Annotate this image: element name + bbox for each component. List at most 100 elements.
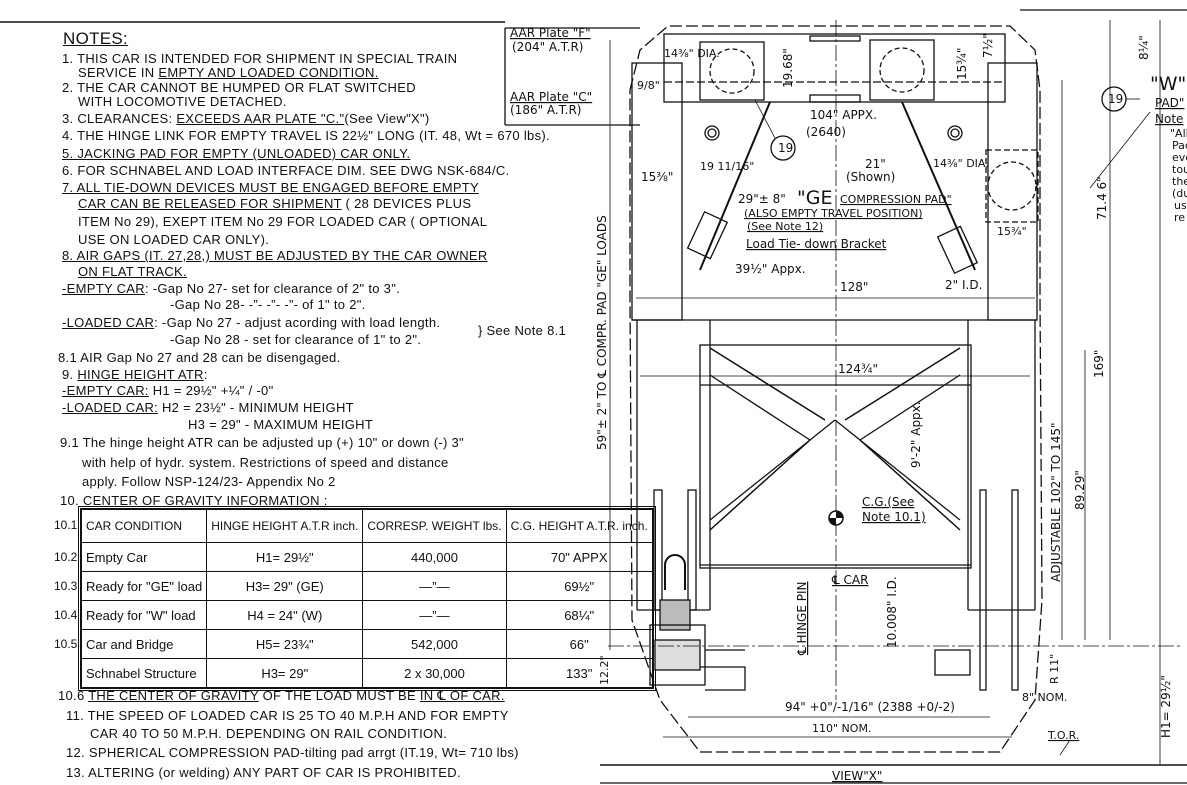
right-note: "All — [1170, 127, 1187, 140]
dim-label: 89.29" — [1073, 470, 1087, 510]
note-8-loaded: -LOADED CAR: -Gap No 27 - adjust acordin… — [62, 316, 440, 330]
row-number: 10.4 — [54, 608, 78, 622]
note-7-cont: CAR CAN BE RELEASED FOR SHIPMENT ( 28 DE… — [78, 197, 471, 211]
hinge-block-right — [934, 649, 971, 676]
dim-label: 14⅜" DIA. — [664, 47, 720, 60]
table-cell: 69½" — [505, 571, 654, 601]
aar-plate-f-label: AAR Plate "F" — [510, 26, 591, 40]
cg-symbol — [828, 510, 844, 526]
note-text: : -Gap No 27- set for clearance of 2" to… — [144, 281, 401, 296]
note-8-empty: -EMPTY CAR: -Gap No 27- set for clearanc… — [62, 282, 400, 296]
table-cell: 542,000 — [362, 629, 507, 659]
note-13: 13. ALTERING (or welding) ANY PART OF CA… — [66, 765, 461, 780]
right-note: Pac — [1172, 139, 1187, 152]
hinge-pin-housing — [649, 624, 706, 686]
x-brace — [859, 439, 961, 531]
table-cell: H4 = 24" (W) — [206, 600, 364, 630]
x-brace — [844, 347, 961, 421]
shackle — [664, 554, 686, 590]
hinge-pin — [654, 639, 701, 671]
w-pad-label: PAD" — [1155, 96, 1184, 110]
note-9-empty: -EMPTY CAR: H1 = 29½" +¼" / -0" — [62, 384, 274, 398]
dim-label: 7½" — [981, 33, 995, 58]
row-number: 10.5 — [54, 637, 78, 651]
right-note: use — [1174, 199, 1187, 212]
dim-label: (Shown) — [846, 170, 895, 184]
note-1: 1. THIS CAR IS INTENDED FOR SHIPMENT IN … — [62, 51, 458, 66]
aar-plate-f-height: (204" A.T.R) — [512, 40, 583, 54]
x-brace — [834, 419, 961, 521]
note-text: ( 28 DEVICES PLUS — [341, 196, 472, 211]
dim-label: 9'-2" Appx. — [909, 401, 923, 468]
x-brace — [709, 419, 836, 521]
hinge-plate — [687, 489, 697, 611]
note-3: 3. CLEARANCES: EXCEEDS AAR PLATE "C."(Se… — [62, 112, 430, 126]
note-9-1-cont2: apply. Follow NSP-124/23- Appendix No 2 — [82, 474, 336, 489]
right-note: the — [1172, 175, 1187, 188]
table-cell: H3= 29" — [206, 658, 364, 689]
left-vertical-dim: 59"± 2" TO ℄ COMPR. PAD "GE" LOADS — [595, 215, 609, 450]
note-text: EMPTY AND LOADED CONDITION. — [158, 65, 379, 80]
diagonal-member — [699, 101, 771, 271]
top-plate — [809, 35, 861, 42]
note-9-1: 9.1 The hinge height ATR can be adjusted… — [60, 435, 464, 450]
note-text: (See View"X") — [344, 111, 430, 126]
pad-box-left — [699, 41, 765, 101]
notes-title: NOTES: — [63, 29, 129, 48]
note-text: 9. — [62, 367, 78, 382]
header-cell: C.G. HEIGHT A.T.R. inch. — [505, 508, 654, 543]
dim-label: H1= 29½" — [1159, 675, 1173, 738]
w-pad-label: "W" CO — [1150, 73, 1187, 95]
table-cell: Ready for "GE" load — [80, 571, 208, 601]
table-cell: H3= 29" (GE) — [206, 571, 364, 601]
note-text: -EMPTY CAR — [62, 281, 145, 296]
leader-line — [754, 99, 776, 139]
hole — [704, 125, 720, 141]
hinge-plate — [1011, 489, 1019, 691]
see-note-81: } See Note 8.1 — [478, 323, 567, 338]
pad-box-right — [869, 39, 935, 101]
item-19-number: 19 — [1108, 92, 1123, 106]
center-plate — [809, 94, 861, 103]
row-number: 10.2 — [54, 550, 78, 564]
note-11: 11. THE SPEED OF LOADED CAR IS 25 TO 40 … — [66, 708, 509, 723]
hinge-plate — [653, 489, 663, 611]
dim-label: 110" NOM. — [812, 722, 871, 735]
table-cell: Empty Car — [80, 542, 208, 572]
table-cell: 66" — [505, 629, 654, 659]
dim-label: 15¾" — [997, 225, 1027, 238]
note-2: 2. THE CAR CANNOT BE HUMPED OR FLAT SWIT… — [62, 80, 416, 95]
table-cell: H5= 23¾" — [206, 629, 364, 659]
top-beam — [663, 33, 1006, 103]
note-10: 10. CENTER OF GRAVITY INFORMATION : — [60, 493, 328, 508]
dim-label: R 11" — [1048, 654, 1061, 684]
adjustable-label: ADJUSTABLE 102" TO 145" — [1049, 422, 1063, 582]
note-7-cont3: USE ON LOADED CAR ONLY). — [78, 232, 270, 247]
note-text: H1 = 29½" +¼" / -0" — [148, 383, 274, 398]
item-19-number: 19 — [778, 141, 793, 155]
note-6: 6. FOR SCHNABEL AND LOAD INTERFACE DIM. … — [62, 163, 510, 178]
right-note: tou — [1172, 163, 1187, 176]
table-cell: Ready for "W" load — [80, 600, 208, 630]
note-text: 3. CLEARANCES: — [62, 111, 177, 126]
x-brace — [709, 347, 826, 421]
hole — [707, 128, 717, 138]
tie-down-label: Load Tie- down Bracket — [746, 237, 887, 251]
header-cell: CORRESP. WEIGHT lbs. — [362, 508, 507, 543]
dim-label: 8" NOM. — [1022, 691, 1067, 704]
table-cell: 2 x 30,000 — [362, 658, 507, 689]
cg-label: Note 10.1) — [862, 510, 926, 524]
note-text: THE CENTER OF GRAVITY — [88, 688, 259, 703]
note-8-1: 8.1 AIR Gap No 27 and 28 can be disengag… — [58, 350, 341, 365]
dim-label: 12.2" — [598, 655, 611, 685]
w-note-label: Note — [1155, 112, 1183, 126]
note-8-loaded-28: -Gap No 28 - set for clearance of 1" to … — [170, 332, 422, 347]
note-7: 7. ALL TIE-DOWN DEVICES MUST BE ENGAGED … — [62, 180, 479, 195]
note-text: : — [203, 367, 208, 382]
table-cell: —”— — [362, 571, 507, 601]
w-pad-box — [985, 149, 1039, 223]
